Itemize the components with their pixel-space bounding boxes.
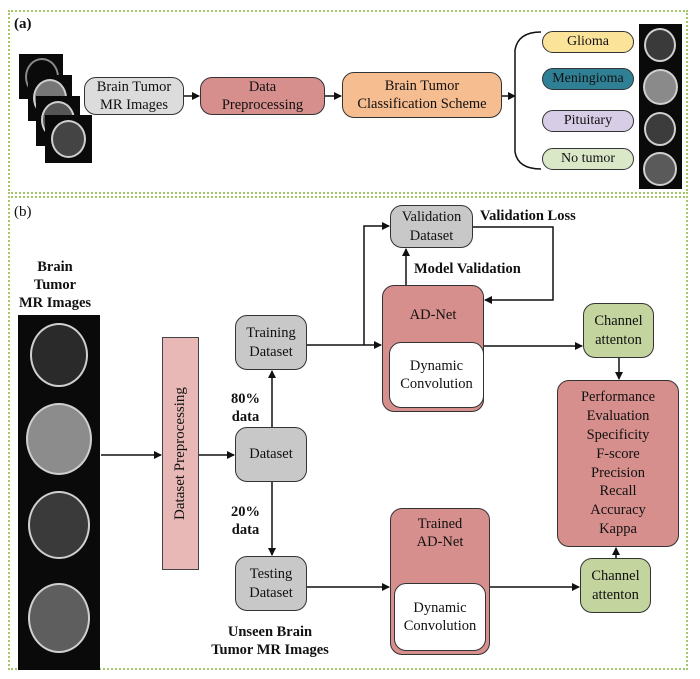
model-validation-label: Model Validation <box>414 261 521 277</box>
class-glioma: Glioma <box>542 31 634 53</box>
dynamic-convolution-bottom: Dynamic Convolution <box>394 583 486 651</box>
images-title: Brain Tumor MR Images <box>18 259 92 312</box>
class-no-tumor: No tumor <box>542 148 634 170</box>
unseen-images-label: Unseen Brain Tumor MR Images <box>211 624 329 659</box>
data-preprocessing-box: Data Preprocessing <box>200 77 325 115</box>
trained-adnet-label: Trained AD-Net <box>416 516 464 551</box>
classification-scheme-box: Brain Tumor Classification Scheme <box>342 72 502 118</box>
brain-tumor-mr-images-box: Brain Tumor MR Images <box>84 77 184 115</box>
dataset-box: Dataset <box>235 427 307 482</box>
split-train-label: 80% data <box>231 391 260 426</box>
validation-loss-label: Validation Loss <box>480 208 576 224</box>
channel-attention-top: Channel attenton <box>583 303 654 358</box>
split-test-label: 20% data <box>231 504 260 539</box>
panel-a <box>8 10 688 194</box>
adnet-label: AD-Net <box>409 307 457 323</box>
class-mri-strip <box>639 24 682 189</box>
dataset-preprocessing-bar: Dataset Preprocessing <box>162 337 199 570</box>
mri-image-stack <box>18 315 100 670</box>
mri-thumbnail <box>45 115 92 163</box>
validation-dataset-box: Validation Dataset <box>390 205 473 248</box>
channel-attention-bottom: Channel attenton <box>580 558 651 613</box>
dynamic-convolution-top: Dynamic Convolution <box>389 342 484 408</box>
panel-b <box>8 196 688 670</box>
testing-dataset-box: Testing Dataset <box>235 556 307 611</box>
panel-a-label: (a) <box>14 16 32 32</box>
dataset-preprocessing-label: Dataset Preprocessing <box>172 387 189 520</box>
class-meningioma: Meningioma <box>542 68 634 90</box>
class-pituitary: Pituitary <box>542 110 634 132</box>
panel-b-label: (b) <box>14 204 32 220</box>
performance-evaluation-box: Performance Evaluation Specificity F-sco… <box>557 380 679 547</box>
training-dataset-box: Training Dataset <box>235 315 307 370</box>
